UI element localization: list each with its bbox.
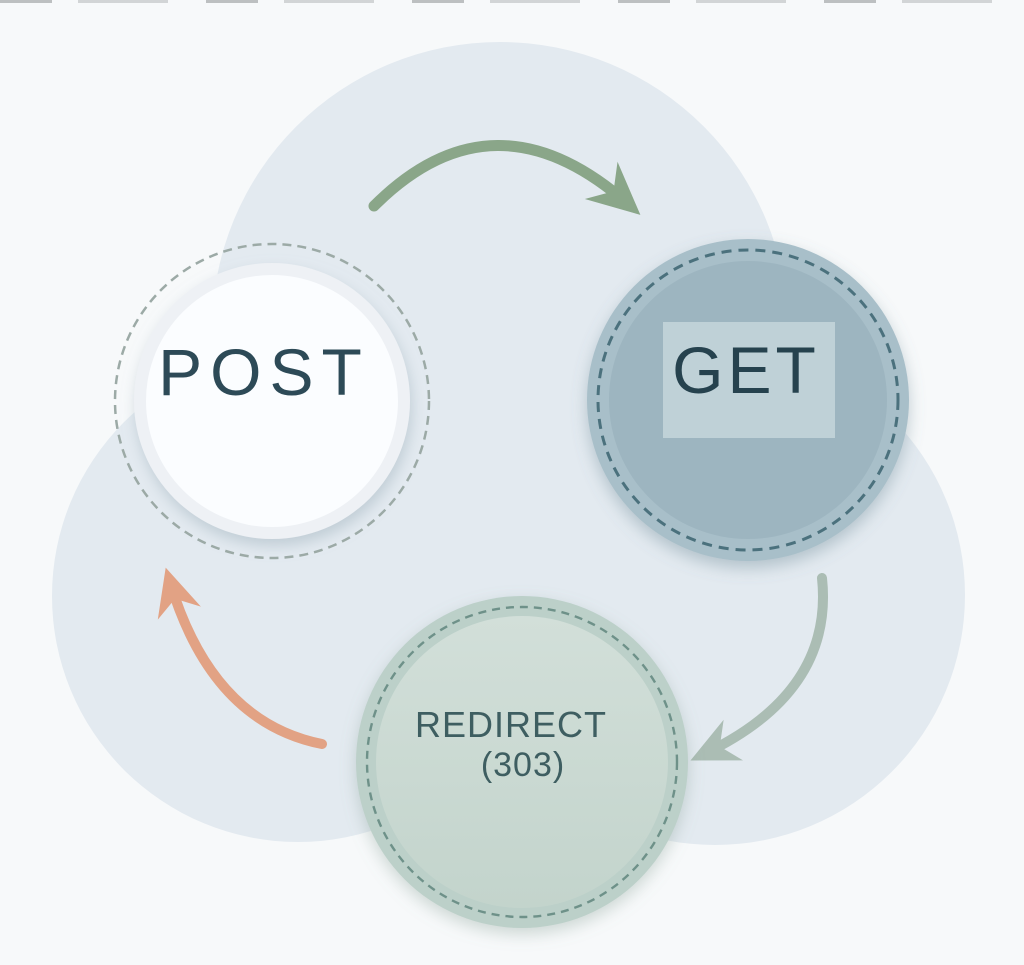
arrow-post-to-get-line [368, 140, 641, 215]
get-highlight-box [663, 322, 835, 438]
get-node: GET [587, 239, 909, 561]
post-node: POST [113, 242, 431, 560]
arrow-redirect-to-post [157, 567, 327, 749]
redirect-node: REDIRECT (303) [356, 596, 688, 928]
post-circle [146, 275, 398, 527]
redirect-label: REDIRECT [415, 704, 607, 745]
arrow-redirect-to-post-line [157, 567, 327, 749]
post-dashed-ring [113, 242, 431, 560]
redirect-dashed-ring [365, 605, 679, 919]
arrow-get-to-redirect-line [690, 573, 828, 761]
arrow-post-to-get [368, 140, 641, 215]
arrow-get-to-redirect [690, 573, 828, 761]
get-dashed-ring [596, 248, 900, 552]
post-label: POST [158, 335, 370, 409]
redirect-sublabel: (303) [481, 746, 565, 784]
get-label: GET [672, 333, 820, 407]
redirect-circle-inner [376, 616, 668, 908]
top-edge-artifact [0, 0, 1024, 3]
